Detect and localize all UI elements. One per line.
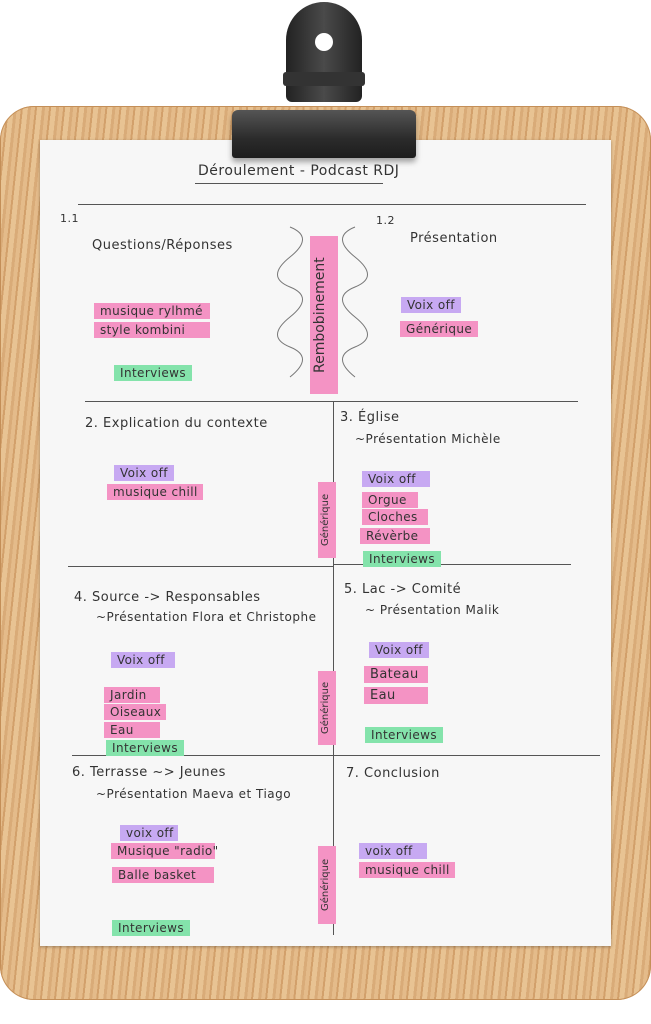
sound-tag: Jardin (104, 687, 160, 703)
divider (68, 566, 333, 567)
divider (72, 755, 600, 756)
generique-marker: Générique (318, 482, 336, 558)
squiggle-decoration (277, 226, 368, 378)
interviews-tag: Interviews (365, 727, 444, 743)
sound-tag: musique chill (107, 484, 203, 500)
clip-hole (315, 33, 333, 51)
title-underline (195, 183, 383, 184)
generique-marker: Générique (318, 671, 336, 745)
section-subtitle: ~ Présentation Malik (365, 603, 500, 617)
voix-off-tag: Voix off (114, 465, 174, 481)
sound-tag: Révèrbe (360, 528, 430, 544)
sound-tag: Eau (104, 722, 160, 738)
interviews-tag: Interviews (363, 551, 442, 567)
interviews-tag: Interviews (106, 740, 185, 756)
sound-tag: Oiseaux (104, 704, 166, 720)
sound-tag: Cloches (362, 509, 428, 525)
section-subtitle: ~Présentation Flora et Christophe (96, 610, 317, 624)
sound-tag: Orgue (362, 492, 418, 508)
transition-label: Rembobinement (310, 236, 338, 394)
generique-marker: Générique (318, 846, 336, 924)
interviews-tag: Interviews (114, 365, 193, 381)
clip-ring (286, 2, 362, 102)
generique-tag: Générique (400, 321, 479, 337)
voix-off-tag: Voix off (111, 652, 175, 668)
section-subtitle: ~Présentation Maeva et Tiago (96, 787, 292, 801)
page-title: Déroulement - Podcast RDJ (198, 163, 400, 179)
voix-off-tag: Voix off (401, 297, 461, 313)
sound-tag: Musique "radio" (111, 843, 218, 859)
sound-tag: musique chill (359, 862, 455, 878)
section-subtitle: ~Présentation Michèle (355, 432, 501, 446)
voix-off-tag: Voix off (369, 642, 429, 658)
sound-tag: Eau (364, 687, 428, 704)
voix-off-tag: Voix off (362, 471, 430, 487)
divider-vertical (333, 401, 334, 935)
interviews-tag: Interviews (112, 920, 191, 936)
sound-tag: style kombini (94, 322, 210, 338)
divider (333, 564, 571, 565)
sound-tag: Bateau (364, 666, 428, 683)
section-title: Présentation (410, 231, 498, 246)
section-title: 4. Source -> Responsables (74, 590, 261, 605)
divider (78, 204, 586, 205)
section-title: 5. Lac -> Comité (344, 582, 462, 597)
section-title: Questions/Réponses (92, 238, 233, 253)
clip-hinge (283, 72, 365, 86)
voix-off-tag: voix off (120, 825, 178, 841)
section-number: 1.2 (376, 214, 395, 227)
sound-tag: musique rylhmé (94, 303, 210, 319)
section-title: 2. Explication du contexte (85, 416, 268, 431)
sound-tag: Balle basket (112, 867, 214, 883)
section-title: 7. Conclusion (346, 766, 440, 781)
clip-base (232, 110, 416, 158)
section-title: 6. Terrasse ~> Jeunes (72, 765, 226, 780)
divider (85, 401, 578, 402)
voix-off-tag: voix off (359, 843, 427, 859)
section-number: 1.1 (60, 212, 79, 225)
section-title: 3. Église (340, 410, 400, 425)
